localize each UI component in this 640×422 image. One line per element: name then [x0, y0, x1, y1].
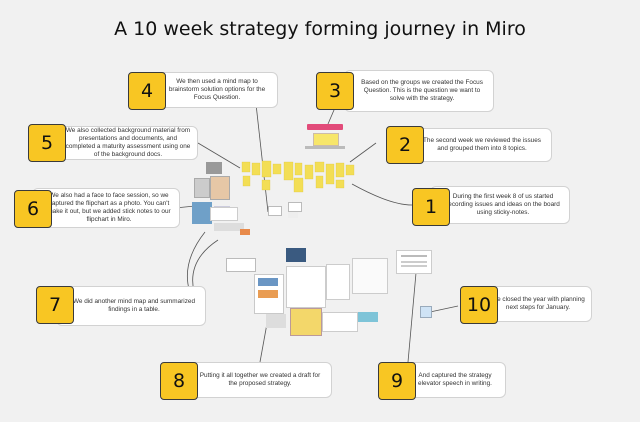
step-5-card[interactable]: We also collected background material fr…: [52, 126, 198, 160]
sticky-notes-cluster: [238, 160, 358, 200]
step-1-card[interactable]: During the first week 8 of us started re…: [430, 186, 570, 224]
step-3-badge[interactable]: 3: [316, 72, 354, 110]
flipchart-photo-artifact: [210, 205, 255, 241]
step-1-badge[interactable]: 1: [412, 188, 450, 226]
step-4-badge[interactable]: 4: [128, 72, 166, 110]
step-9-badge[interactable]: 9: [378, 362, 416, 400]
page-title: A 10 week strategy forming journey in Mi…: [114, 18, 526, 40]
next-steps-artifact: [420, 306, 432, 318]
step-3-card[interactable]: Based on the groups we created the Focus…: [344, 70, 494, 112]
step-7-badge[interactable]: 7: [36, 286, 74, 324]
step-5-badge[interactable]: 5: [28, 124, 66, 162]
step-10-text: We closed the year with planning next st…: [491, 295, 585, 311]
step-8-card[interactable]: Putting it all together we created a dra…: [182, 362, 332, 398]
step-2-badge[interactable]: 2: [386, 126, 424, 164]
step-9-text: And captured the strategy elevator speec…: [418, 371, 492, 387]
step-6-card[interactable]: We also had a face to face session, so w…: [32, 188, 180, 228]
step-3-text: Based on the groups we created the Focus…: [361, 78, 483, 103]
mind-map-artifact: [264, 196, 324, 224]
step-9-card[interactable]: And captured the strategy elevator speec…: [398, 362, 506, 398]
step-6-text: We also had a face to face session, so w…: [47, 191, 171, 224]
step-4-card[interactable]: We then used a mind map to brainstorm so…: [150, 72, 278, 108]
step-2-card[interactable]: The second week we reviewed the issues a…: [406, 128, 552, 162]
step-6-badge[interactable]: 6: [14, 190, 52, 228]
step-2-text: The second week we reviewed the issues a…: [423, 136, 541, 152]
step-8-text: Putting it all together we created a dra…: [199, 371, 321, 387]
step-5-text: We also collected background material fr…: [65, 126, 191, 159]
elevator-speech-artifact: [396, 250, 432, 274]
step-8-badge[interactable]: 8: [160, 362, 198, 400]
focus-question-artifact: [305, 124, 345, 150]
step-7-text: We did another mind map and summarized f…: [72, 297, 196, 313]
step-7-card[interactable]: We did another mind map and summarized f…: [56, 286, 206, 326]
step-10-badge[interactable]: 10: [460, 286, 498, 324]
strategy-draft-artifact: [226, 248, 388, 338]
step-1-text: During the first week 8 of us started re…: [446, 192, 560, 217]
step-4-text: We then used a mind map to brainstorm so…: [168, 77, 266, 102]
